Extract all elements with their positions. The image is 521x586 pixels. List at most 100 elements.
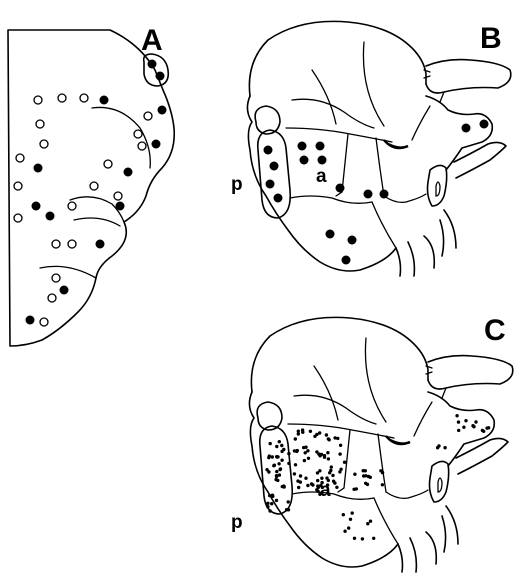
panel-a-filled-dots (26, 60, 167, 325)
stipple-dot (304, 451, 307, 454)
stipple-dot (482, 430, 485, 433)
stipple-dot (455, 414, 458, 417)
stipple-dot (381, 483, 384, 486)
stipple-dot (329, 469, 332, 472)
stipple-dot (372, 537, 375, 540)
stipple-dot (330, 465, 333, 468)
stipple-dot (319, 484, 322, 487)
panel-b-dome (249, 21, 426, 96)
panel-c-suture-2 (314, 366, 338, 420)
stipple-dot (338, 470, 341, 473)
stipple-dot (302, 446, 305, 449)
panel-b-spine (428, 165, 447, 206)
panel-c-suture-8 (386, 490, 428, 498)
stipple-dot (303, 459, 306, 462)
stipple-dot (437, 444, 440, 447)
stipple-dot (278, 473, 281, 476)
stipple-dot (304, 477, 307, 480)
stipple-dot (364, 469, 367, 472)
stipple-dot (369, 476, 372, 479)
stipple-dot (275, 445, 278, 448)
panel-a-suture-1 (92, 107, 150, 168)
stipple-dot (379, 469, 382, 472)
stipple-dot (301, 428, 304, 431)
stipple-dot (306, 449, 309, 452)
stipple-dot (343, 530, 346, 533)
stipple-dot (474, 420, 477, 423)
stipple-dot (297, 432, 300, 435)
stipple-dot (331, 474, 334, 477)
stipple-dot (287, 452, 290, 455)
panel-b-suture-9 (372, 202, 396, 248)
stipple-dot (315, 450, 318, 453)
stipple-dot (293, 472, 296, 475)
stipple-dot (274, 478, 277, 481)
stipple-dot (369, 520, 372, 523)
stipple-dot (299, 474, 302, 477)
stipple-dot (278, 440, 281, 443)
stipple-dot (332, 480, 335, 483)
stipple-dot (355, 487, 358, 490)
panel-b-legs (396, 210, 456, 276)
stipple-dot (297, 486, 300, 489)
stipple-dot (351, 511, 354, 514)
stipple-dot (327, 457, 330, 460)
panel-b-p-region (258, 130, 291, 218)
panel-b-suture-3 (363, 42, 384, 126)
stipple-dot (294, 437, 297, 440)
stipple-dot (294, 463, 297, 466)
panel-b-suture-2 (312, 70, 336, 124)
stipple-dot (462, 426, 465, 429)
stipple-dot (326, 483, 329, 486)
panel-c: C p a (231, 314, 513, 572)
stipple-dot (311, 483, 314, 486)
stipple-dot (307, 457, 310, 460)
stipple-dot (318, 493, 321, 496)
stipple-dot (299, 480, 302, 483)
panel-b-label-a: a (316, 166, 327, 187)
panel-c-small-dots (265, 414, 490, 541)
stipple-dot (320, 477, 323, 480)
stipple-dot (280, 444, 283, 447)
panel-a: A (8, 24, 174, 346)
stipple-dot (268, 454, 271, 457)
stipple-dot (287, 500, 290, 503)
stipple-dot (266, 505, 269, 508)
stipple-dot (457, 420, 460, 423)
stipple-dot (323, 456, 326, 459)
stipple-dot (285, 508, 288, 511)
panel-b-right-thin (412, 92, 444, 140)
stipple-dot (366, 522, 369, 525)
stipple-dot (318, 469, 321, 472)
stipple-dot (265, 468, 268, 471)
panel-b-suture-6 (376, 138, 384, 196)
panel-b-letter: B (480, 22, 502, 55)
panel-c-dome (251, 317, 428, 392)
stipple-dot (349, 518, 352, 521)
panel-c-letter: C (484, 314, 506, 347)
stipple-dot (295, 450, 298, 453)
stipple-dot (279, 467, 282, 470)
stipple-dot (457, 429, 460, 432)
panel-a-letter: A (141, 24, 163, 57)
stipple-dot (343, 461, 346, 464)
stipple-dot (272, 464, 275, 467)
stipple-dot (325, 476, 328, 479)
stipple-dot (362, 474, 365, 477)
stipple-dot (320, 481, 323, 484)
stipple-dot (306, 484, 309, 487)
stipple-dot (271, 494, 274, 497)
panel-c-right-thin (414, 388, 446, 436)
panel-c-legs (398, 506, 458, 572)
stipple-dot (443, 446, 446, 449)
stipple-dot (335, 486, 338, 489)
stipple-dot (325, 433, 328, 436)
stipple-dot (282, 484, 285, 487)
panel-b-suture-7 (290, 196, 372, 203)
stipple-dot (339, 444, 342, 447)
stipple-dot (280, 459, 283, 462)
panel-a-suture-3 (74, 218, 120, 226)
stipple-dot (326, 451, 329, 454)
stipple-dot (315, 433, 318, 436)
